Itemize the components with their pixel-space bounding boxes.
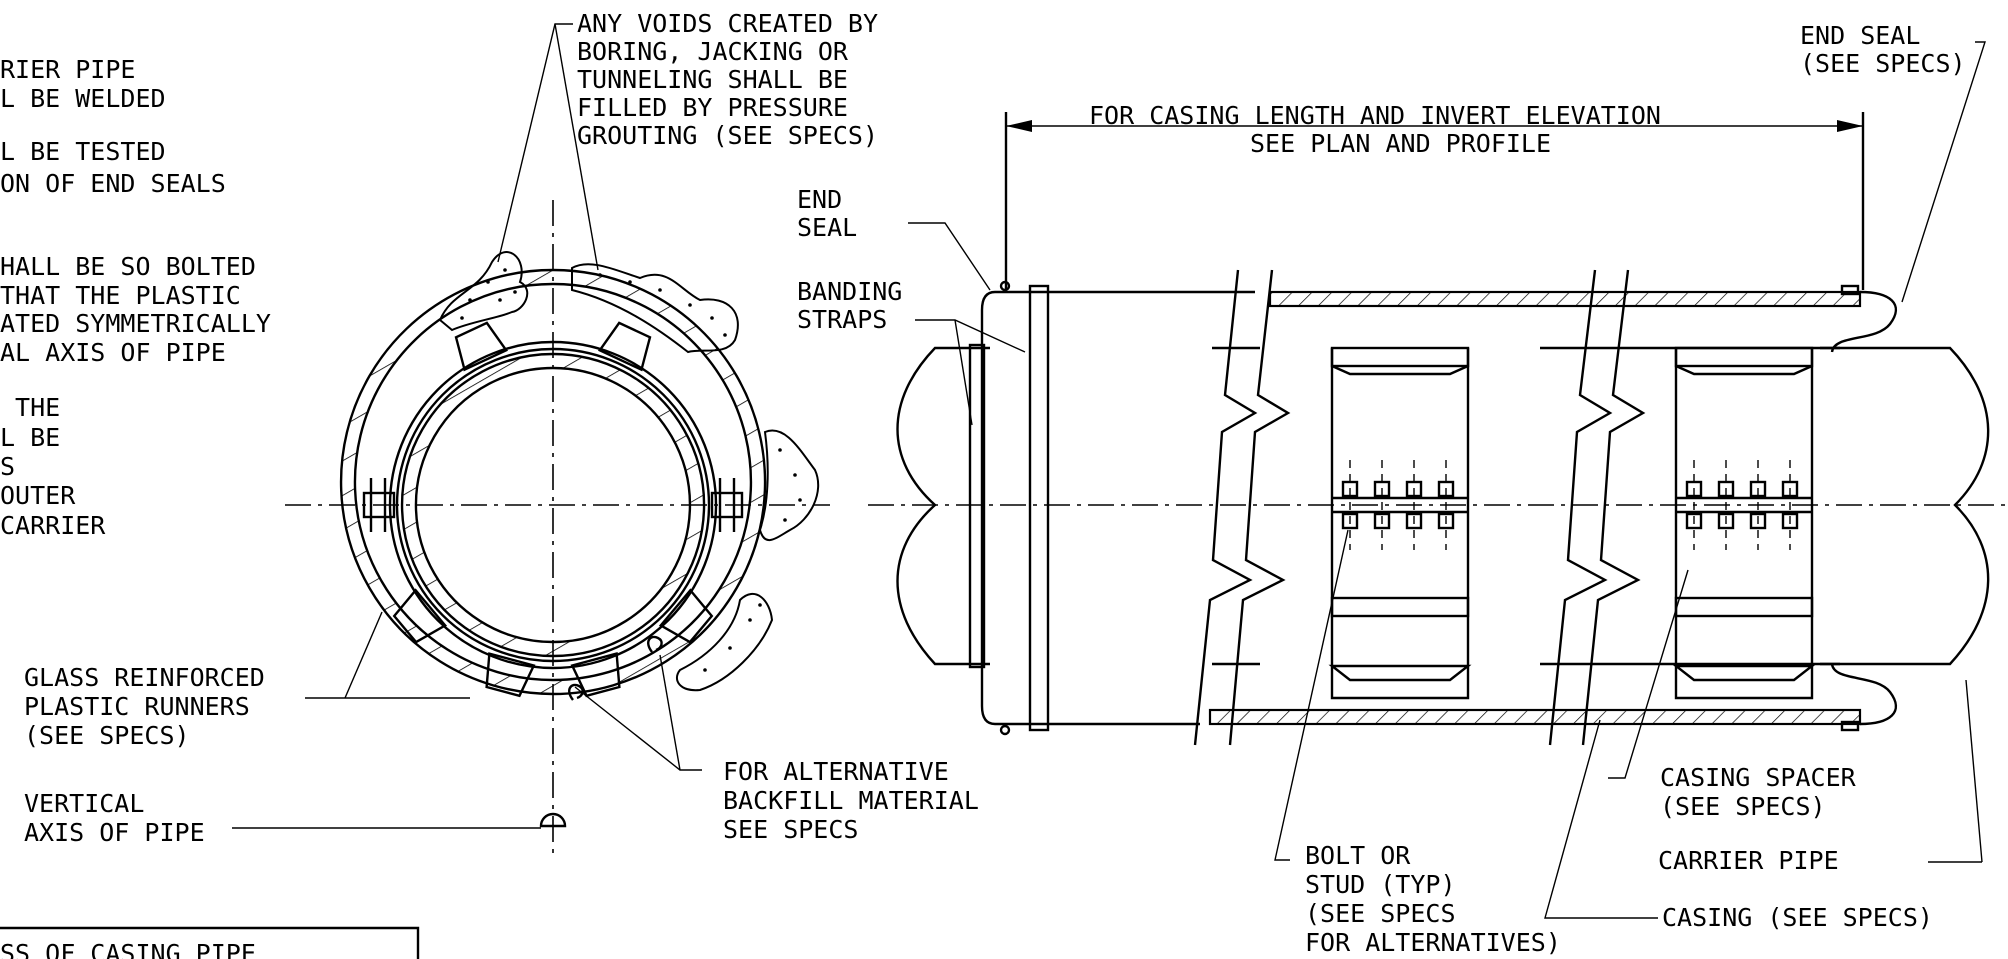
casing-top-wall: [1268, 290, 1862, 308]
svg-text:END: END: [797, 185, 842, 214]
svg-text:(SEE SPECS): (SEE SPECS): [24, 721, 190, 750]
svg-text:BOLT OR: BOLT OR: [1305, 841, 1411, 870]
note-line: CARRIER: [0, 511, 106, 540]
svg-text:SEE PLAN AND PROFILE: SEE PLAN AND PROFILE: [1250, 129, 1551, 158]
svg-text:BORING, JACKING OR: BORING, JACKING OR: [577, 37, 849, 66]
carrier-pipe-label: CARRIER PIPE: [1658, 846, 1839, 875]
casing-bottom-wall: [1208, 708, 1862, 726]
carrier-wall: [400, 352, 706, 658]
svg-text:TUNNELING SHALL BE: TUNNELING SHALL BE: [577, 65, 848, 94]
casing-wall: [339, 268, 767, 696]
end-seal-left-label: END SEAL: [797, 185, 857, 242]
casing-spacer-label: CASING SPACER (SEE SPECS): [1660, 763, 1857, 821]
svg-text:ANY VOIDS CREATED BY: ANY VOIDS CREATED BY: [577, 9, 878, 38]
general-notes: RIER PIPE L BE WELDED L BE TESTED ON OF …: [0, 55, 271, 540]
backfill-symbol: [647, 635, 663, 653]
svg-text:STRAPS: STRAPS: [797, 305, 887, 334]
break-line: [1193, 269, 1258, 746]
casing-spacer-1: [1328, 346, 1472, 700]
svg-text:FOR CASING LENGTH AND INVERT E: FOR CASING LENGTH AND INVERT ELEVATION: [1089, 101, 1661, 130]
casing-label: CASING (SEE SPECS): [1662, 903, 1933, 932]
svg-text:PLASTIC RUNNERS: PLASTIC RUNNERS: [24, 692, 250, 721]
svg-text:GLASS REINFORCED: GLASS REINFORCED: [24, 663, 265, 692]
svg-text:SEE SPECS: SEE SPECS: [723, 815, 858, 844]
note-line: AL AXIS OF PIPE: [0, 338, 226, 367]
banding-strap-outer: [1028, 284, 1050, 732]
end-seal-right-label: END SEAL (SEE SPECS): [1800, 21, 1966, 78]
bolts-2: [1685, 460, 1799, 550]
break-line: [1581, 269, 1646, 746]
svg-text:GROUTING (SEE SPECS): GROUTING (SEE SPECS): [577, 121, 878, 150]
axis-symbol: [539, 812, 567, 828]
break-line: [1548, 269, 1613, 746]
carrier-pipe-right: [1820, 346, 1990, 666]
svg-text:FILLED BY PRESSURE: FILLED BY PRESSURE: [577, 93, 848, 122]
note-line: THE: [0, 393, 60, 422]
note-box-text: SS OF CASING PIPE: [0, 939, 256, 959]
note-line: THAT THE PLASTIC: [0, 281, 241, 310]
break-line: [1228, 269, 1291, 746]
note-line: ON OF END SEALS: [0, 169, 226, 198]
svg-text:(SEE SPECS: (SEE SPECS: [1305, 899, 1456, 928]
voids-note: ANY VOIDS CREATED BY BORING, JACKING OR …: [577, 9, 878, 150]
grout-patch: [675, 592, 774, 692]
banding-straps-label: BANDING STRAPS: [797, 277, 902, 334]
casing-spacer-2: [1672, 346, 1816, 700]
carrier-pipe-left: [896, 346, 990, 666]
note-box: SS OF CASING PIPE: [0, 926, 420, 959]
svg-text:END SEAL: END SEAL: [1800, 21, 1920, 50]
banding-strap-inner: [968, 343, 986, 669]
svg-text:FOR ALTERNATIVES): FOR ALTERNATIVES): [1305, 928, 1561, 957]
svg-text:(SEE SPECS): (SEE SPECS): [1660, 792, 1826, 821]
elevation-leaders: [908, 41, 1986, 919]
grout-patch: [758, 429, 820, 542]
svg-text:VERTICAL: VERTICAL: [24, 789, 144, 818]
backfill-symbol: [568, 683, 584, 701]
pipe-cross-section: [285, 200, 830, 860]
runners-label: GLASS REINFORCED PLASTIC RUNNERS (SEE SP…: [24, 663, 265, 750]
svg-text:CASING SPACER: CASING SPACER: [1660, 763, 1857, 792]
svg-text:STUD (TYP): STUD (TYP): [1305, 870, 1456, 899]
end-seal-left: [980, 290, 1062, 726]
vertical-axis-label: VERTICAL AXIS OF PIPE: [24, 789, 205, 847]
pipe-elevation: [868, 112, 2008, 746]
svg-text:FOR ALTERNATIVE: FOR ALTERNATIVE: [723, 757, 949, 786]
note-line: OUTER: [0, 481, 76, 510]
bolt-label: BOLT OR STUD (TYP) (SEE SPECS FOR ALTERN…: [1305, 841, 1561, 957]
backfill-label: FOR ALTERNATIVE BACKFILL MATERIAL SEE SP…: [723, 757, 979, 844]
note-line: L BE WELDED: [0, 84, 166, 113]
dimension-label: FOR CASING LENGTH AND INVERT ELEVATION S…: [1089, 101, 1661, 158]
svg-text:BANDING: BANDING: [797, 277, 902, 306]
section-leaders: [232, 23, 702, 829]
note-line: RIER PIPE: [0, 55, 135, 84]
note-line: L BE: [0, 423, 60, 452]
svg-text:AXIS OF PIPE: AXIS OF PIPE: [24, 818, 205, 847]
end-seal-right: [1830, 290, 1897, 353]
note-line: HALL BE SO BOLTED: [0, 252, 256, 281]
svg-text:SEAL: SEAL: [797, 213, 857, 242]
note-line: ATED SYMMETRICALLY: [0, 309, 271, 338]
note-line: S: [0, 452, 15, 481]
svg-text:BACKFILL MATERIAL: BACKFILL MATERIAL: [723, 786, 979, 815]
svg-text:(SEE SPECS): (SEE SPECS): [1800, 49, 1966, 78]
note-line: L BE TESTED: [0, 137, 166, 166]
